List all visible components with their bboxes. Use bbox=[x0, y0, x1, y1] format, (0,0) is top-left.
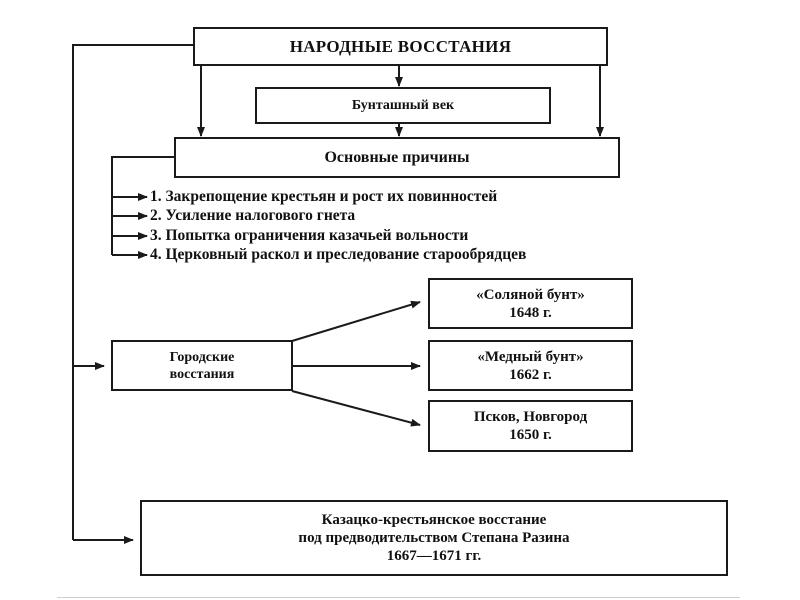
era-text: Бунташный век bbox=[351, 97, 455, 113]
event-name: «Соляной бунт» bbox=[476, 286, 585, 303]
razin-uprising-box: Казацко-крестьянское восстание под предв… bbox=[140, 500, 728, 576]
cause-item: 4. Церковный раскол и преследование стар… bbox=[150, 246, 527, 263]
arrow-to-salt-riot bbox=[291, 300, 421, 342]
razin-line2: под предводительством Степана Разина bbox=[298, 530, 570, 546]
event-box-copper-riot: «Медный бунт» 1662 г. bbox=[428, 340, 633, 391]
event-box-salt-riot: «Соляной бунт» 1648 г. bbox=[428, 278, 633, 329]
cause-item: 3. Попытка ограничения казачьей вольност… bbox=[150, 227, 469, 244]
title-text: НАРОДНЫЕ ВОССТАНИЯ bbox=[289, 36, 512, 56]
cause-item: 2. Усиление налогового гнета bbox=[150, 207, 356, 224]
arrow-to-pskov-novgorod bbox=[291, 390, 421, 427]
causes-header-box: Основные причины bbox=[174, 137, 620, 178]
event-box-pskov-novgorod: Псков, Новгород 1650 г. bbox=[428, 400, 633, 452]
event-name: Псков, Новгород bbox=[473, 409, 588, 425]
razin-line1: Казацко-крестьянское восстание bbox=[321, 512, 547, 528]
cause-item: 1. Закрепощение крестьян и рост их повин… bbox=[150, 188, 498, 205]
urban-label-line1: Городские bbox=[169, 349, 235, 365]
event-year: 1650 г. bbox=[509, 427, 552, 443]
bottom-divider bbox=[57, 597, 740, 598]
urban-label-line2: восстания bbox=[169, 366, 235, 382]
trunk-line bbox=[72, 44, 193, 540]
event-year: 1648 г. bbox=[509, 304, 552, 321]
urban-uprisings-box: Городские восстания bbox=[111, 340, 293, 391]
causes-branch-line bbox=[111, 156, 174, 255]
razin-line3: 1667—1671 гг. bbox=[386, 548, 482, 564]
event-name: «Медный бунт» bbox=[477, 348, 584, 365]
era-box: Бунташный век bbox=[255, 87, 551, 124]
title-box: НАРОДНЫЕ ВОССТАНИЯ bbox=[193, 27, 608, 66]
event-year: 1662 г. bbox=[509, 366, 552, 383]
causes-header-text: Основные причины bbox=[324, 148, 470, 166]
